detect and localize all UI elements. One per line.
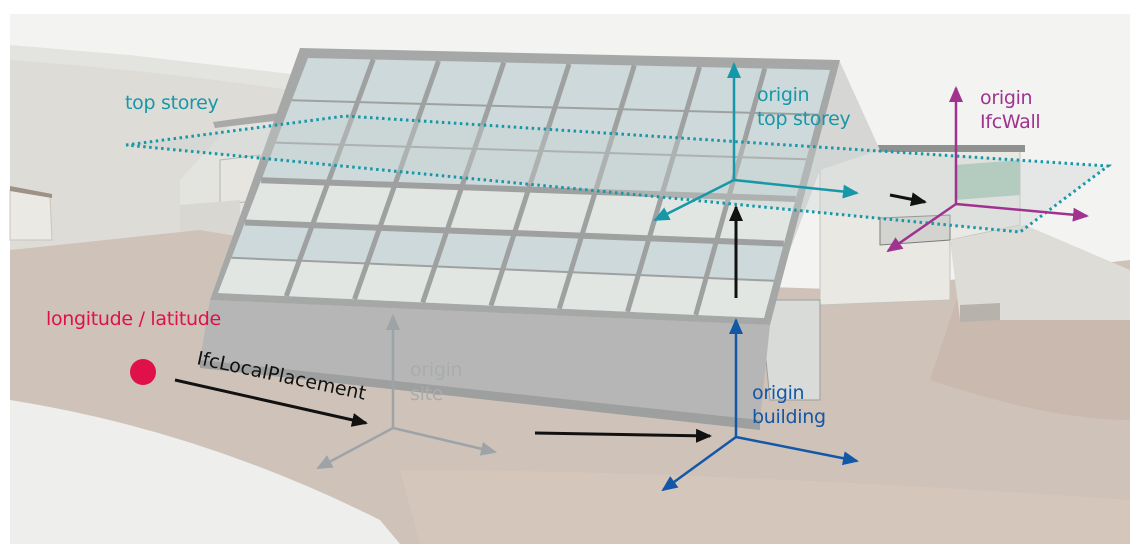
origin-building-line1: origin bbox=[752, 382, 805, 404]
left-shed-roof bbox=[10, 186, 52, 198]
origin-ifcwall-label: origin IfcWall bbox=[980, 86, 1041, 134]
top-storey-plane-outline bbox=[125, 114, 1113, 234]
placement-arrow-site-to-building bbox=[534, 428, 712, 443]
origin-site-line1: origin bbox=[410, 359, 463, 381]
origin-building-line2: building bbox=[752, 406, 826, 428]
facade-mullion bbox=[625, 66, 702, 313]
facade-transom bbox=[261, 177, 796, 202]
ground-floor-glazing bbox=[759, 299, 821, 401]
origin-site-line2: site bbox=[410, 383, 444, 405]
top-storey-plane-fill bbox=[126, 116, 1108, 232]
origin-site-label: origin site bbox=[410, 358, 463, 406]
facade-base bbox=[200, 300, 770, 420]
site-x-axis bbox=[392, 426, 497, 456]
origin-top-storey-label: origin top storey bbox=[757, 83, 851, 131]
annex-terrace bbox=[950, 225, 1130, 320]
facade-mullion bbox=[693, 67, 768, 316]
hillside bbox=[10, 60, 310, 250]
storey-x-axis bbox=[733, 178, 859, 199]
facade-transom bbox=[231, 256, 774, 282]
wall-x-axis bbox=[955, 202, 1089, 222]
top-storey-plane bbox=[125, 114, 1113, 234]
facade-transom bbox=[275, 141, 807, 161]
top-storey-plane-label: top storey bbox=[125, 92, 219, 114]
facade-mullion bbox=[420, 61, 507, 304]
building-y-axis bbox=[661, 435, 737, 492]
longitude-latitude-label: longitude / latitude bbox=[46, 308, 221, 330]
origin-ifcwall-line2: IfcWall bbox=[980, 111, 1041, 133]
annex-roof-edge bbox=[878, 145, 1025, 152]
site-y-axis bbox=[316, 426, 394, 470]
left-shed bbox=[9, 189, 53, 241]
origin-building-label: origin building bbox=[752, 381, 826, 429]
top-storey-axes-icon bbox=[653, 62, 859, 222]
origin-ifcwall-line1: origin bbox=[980, 87, 1033, 109]
annex-green-roof bbox=[955, 160, 1020, 200]
origin-top-storey-line1: origin bbox=[757, 84, 810, 106]
origin-top-storey-line2: top storey bbox=[757, 108, 851, 130]
building-x-axis bbox=[735, 435, 859, 466]
facade-mullion bbox=[488, 63, 572, 307]
facade-mullion bbox=[352, 60, 441, 301]
building-axes-icon bbox=[661, 318, 859, 492]
facade-mullion bbox=[283, 58, 376, 297]
facade-plinth bbox=[200, 360, 760, 430]
facade-mullion bbox=[556, 64, 637, 310]
geo-point-icon bbox=[130, 359, 156, 385]
placement-arrow-storey-to-wall bbox=[889, 192, 927, 207]
facade-transom bbox=[291, 99, 819, 116]
placement-arrow-geo-to-site bbox=[174, 378, 368, 427]
annex-railing bbox=[960, 303, 1000, 322]
terrain-edge-light bbox=[10, 400, 400, 544]
storey-y-axis bbox=[653, 178, 735, 222]
terrain-front bbox=[400, 470, 1130, 544]
site-axes-icon bbox=[316, 314, 497, 470]
ifcwall-axes-icon bbox=[886, 86, 1089, 253]
facade-transom bbox=[244, 219, 784, 247]
wall-y-axis bbox=[886, 202, 957, 253]
